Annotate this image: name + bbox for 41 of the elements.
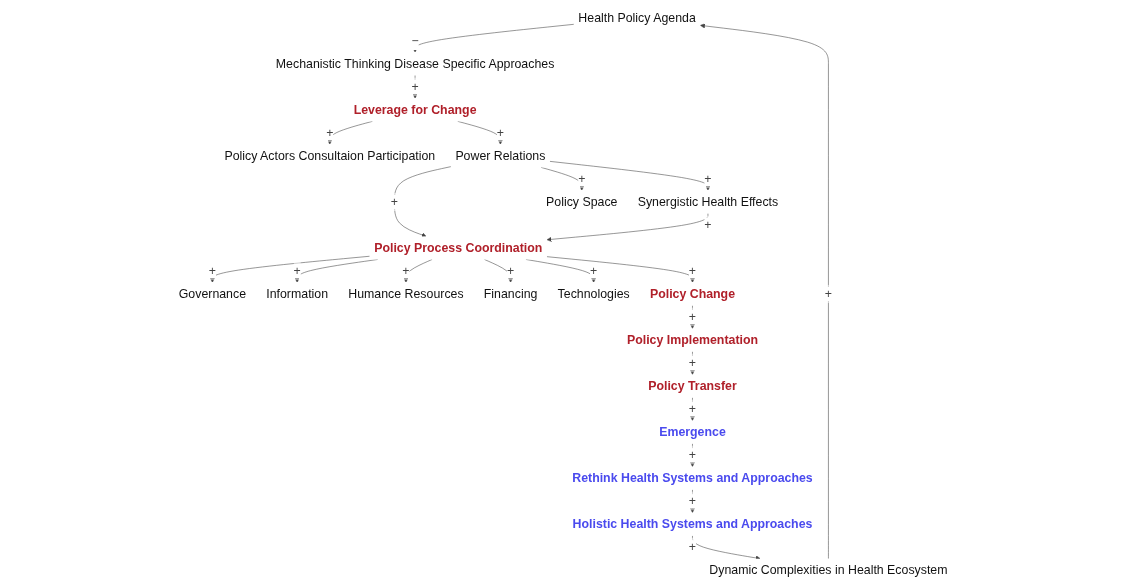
edge-label: + bbox=[293, 263, 302, 278]
node-text: Policy Transfer bbox=[648, 379, 738, 394]
edge-label: + bbox=[411, 79, 420, 94]
edge-label: + bbox=[209, 263, 217, 278]
node-text: Rethink Health Systems and Approaches bbox=[572, 471, 814, 486]
edge-label: + bbox=[825, 286, 833, 302]
edge-label: + bbox=[590, 263, 598, 278]
edge-label: + bbox=[689, 448, 697, 463]
edge-label: + bbox=[689, 356, 697, 371]
node-text: Emergence bbox=[659, 425, 727, 440]
node-text: Policy Process Coordination bbox=[374, 240, 543, 255]
edge-label: + bbox=[704, 217, 712, 232]
node-text: Dynamic Complexities in Health Ecosystem bbox=[709, 563, 948, 578]
edge-label: + bbox=[689, 402, 697, 417]
node-text: Policy Implementation bbox=[627, 333, 759, 348]
node-text: Synergistic Health Effects bbox=[638, 194, 779, 209]
node-text: Financing bbox=[484, 286, 538, 302]
edge-label: + bbox=[689, 263, 697, 278]
edge-label: + bbox=[689, 309, 697, 325]
node-text: Holistic Health Systems and Approaches bbox=[572, 517, 813, 532]
edge-label: + bbox=[689, 540, 697, 555]
node-text: Policy Change bbox=[650, 286, 736, 302]
node-text: Leverage for Change bbox=[353, 102, 477, 117]
node-text: Policy Actors Consultaion Participation bbox=[224, 148, 436, 163]
node-text: Health Policy Agenda bbox=[578, 10, 697, 25]
edge-label: + bbox=[578, 171, 586, 186]
edge-label: + bbox=[497, 125, 505, 140]
edge-label: + bbox=[402, 263, 410, 278]
node-text: Humance Resources bbox=[348, 286, 464, 302]
edge-label: + bbox=[391, 194, 399, 209]
node-text: Policy Space bbox=[546, 194, 618, 209]
node-text: Power Relations bbox=[455, 148, 546, 163]
edge-label: + bbox=[689, 494, 697, 509]
node-text: Technologies bbox=[557, 286, 631, 302]
node-text: Information bbox=[266, 286, 329, 302]
edge-label: + bbox=[326, 125, 334, 140]
edge-label: − bbox=[411, 33, 420, 48]
node-text: Governance bbox=[179, 286, 247, 302]
node-text: Mechanistic Thinking Disease Specific Approaches bbox=[276, 56, 555, 71]
edge-label: + bbox=[704, 171, 712, 186]
edge-label: + bbox=[507, 263, 515, 278]
